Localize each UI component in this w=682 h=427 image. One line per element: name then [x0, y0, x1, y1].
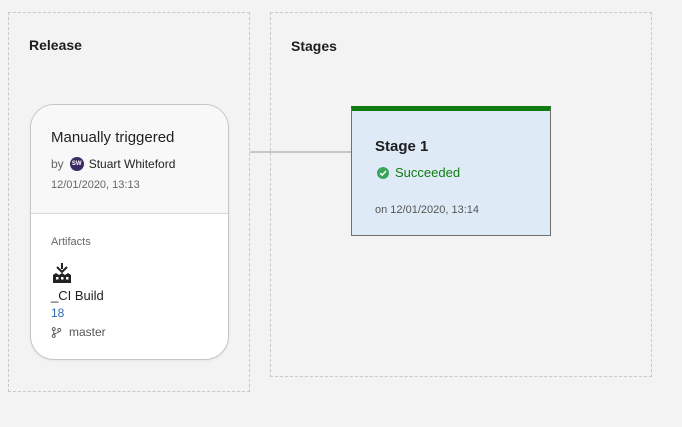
pipeline-connector	[250, 151, 351, 153]
trigger-title: Manually triggered	[51, 129, 175, 146]
stage-name: Stage 1	[375, 138, 429, 155]
stage-status-label: Succeeded	[395, 165, 461, 180]
release-card-header: Manually triggered by SW Stuart Whitefor…	[31, 105, 228, 214]
stage-card[interactable]: Stage 1 Succeeded on 12/01/2020, 13:14	[351, 106, 551, 236]
stage-status: Succeeded	[377, 165, 460, 180]
artifact-branch: master	[51, 325, 106, 339]
release-date: 12/01/2020, 13:13	[51, 179, 140, 191]
stages-title: Stages	[291, 38, 337, 54]
release-panel: Release	[8, 12, 250, 392]
check-circle-icon	[377, 166, 389, 179]
branch-name: master	[69, 325, 106, 339]
created-by: by SW Stuart Whiteford	[51, 157, 175, 171]
build-pipeline-icon	[53, 263, 71, 283]
stages-panel: Stages	[270, 12, 652, 377]
avatar: SW	[69, 157, 84, 171]
user-name: Stuart Whiteford	[88, 157, 176, 171]
artifact-version-link[interactable]: 18	[51, 306, 65, 320]
artifact-name: _CI Build	[51, 288, 104, 303]
by-label: by	[51, 157, 64, 171]
artifacts-label: Artifacts	[51, 236, 91, 248]
stage-time: on 12/01/2020, 13:14	[375, 204, 479, 216]
release-title: Release	[29, 37, 82, 53]
release-card[interactable]: Manually triggered by SW Stuart Whitefor…	[30, 104, 229, 360]
branch-icon	[51, 326, 62, 338]
